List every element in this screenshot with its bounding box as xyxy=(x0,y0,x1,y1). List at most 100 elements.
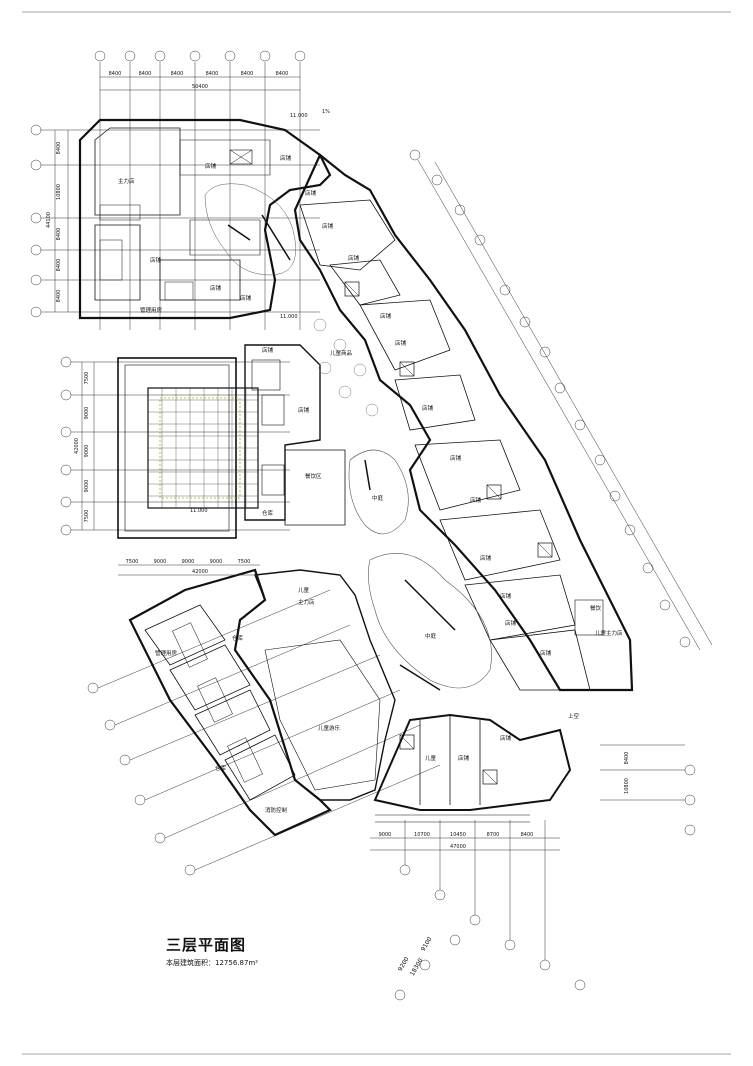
block-northwest xyxy=(78,118,332,320)
dim-midb-4: 9000 xyxy=(210,559,223,565)
label-shop-sc-2: 店铺 xyxy=(500,734,512,742)
label-kids: 儿童 xyxy=(425,754,437,762)
dim-top-2: 8400 xyxy=(139,71,152,77)
drawing-notes: 1% 11.000 11.000 11.000 xyxy=(190,109,330,514)
dim-left-3: 8400 xyxy=(56,228,62,241)
dim-left-1: 8400 xyxy=(56,142,62,155)
label-shop-nw-2: 店铺 xyxy=(150,256,162,264)
label-kids-anchor-ne: 儿童主力店 xyxy=(595,629,623,637)
dim-left-total: 44100 xyxy=(46,212,52,228)
dim-top-6: 8400 xyxy=(276,71,289,77)
label-kids-play: 儿童游乐 xyxy=(318,724,341,732)
dim-bot-4: 8700 xyxy=(487,832,500,838)
dim-mid-total: 42000 xyxy=(74,438,80,454)
right-grid-axes xyxy=(409,149,713,836)
label-management-nw: 管理用房 xyxy=(140,306,163,314)
top-dimensions: 8400 8400 8400 8400 8400 8400 50400 xyxy=(109,71,289,90)
block-central-west-labels: 店铺 店铺 餐饮区 仓库 儿童商品 xyxy=(262,346,353,517)
dim-bot-total: 47000 xyxy=(450,844,466,850)
block-south-central xyxy=(234,569,572,823)
dim-right-2: 10800 xyxy=(624,778,630,794)
label-shop-ne-11: 店铺 xyxy=(540,649,552,657)
dim-diag-1: 9200 xyxy=(397,956,411,973)
dim-mid-4: 9000 xyxy=(84,480,90,493)
dim-bot-3: 10450 xyxy=(450,832,466,838)
dim-mid-2: 9000 xyxy=(84,407,90,420)
label-shop-nw-3: 店铺 xyxy=(210,284,222,292)
left-grid-axes xyxy=(30,124,320,536)
dim-top-5: 8400 xyxy=(241,71,254,77)
label-main-shop-sc: 主力店 xyxy=(298,598,315,606)
block-south-central-labels: 儿童游乐 儿童 店铺 店铺 儿童 主力店 xyxy=(298,586,512,762)
label-main-shop-nw: 主力店 xyxy=(118,177,135,185)
area-note: 本层建筑面积：12756.87m² xyxy=(166,959,259,967)
dim-midb-3: 9000 xyxy=(182,559,195,565)
dim-midb-total: 42000 xyxy=(192,569,208,575)
label-shop-nw-4: 店铺 xyxy=(240,294,252,302)
label-shop-nw-6: 店铺 xyxy=(305,189,317,197)
dim-diag-2: 9100 xyxy=(420,936,434,953)
label-kids-sc: 儿童 xyxy=(298,586,310,594)
dim-top-total: 50400 xyxy=(192,84,208,90)
label-food-court: 餐饮区 xyxy=(305,472,322,480)
atrium-voids xyxy=(313,318,492,691)
note-slope: 1% xyxy=(322,109,330,115)
label-shop-ne-2: 店铺 xyxy=(348,254,360,262)
dim-bot-2: 10700 xyxy=(414,832,430,838)
label-atrium-2: 中庭 xyxy=(425,632,437,640)
label-shop-sc-1: 店铺 xyxy=(458,754,470,762)
dim-top-4: 8400 xyxy=(206,71,219,77)
label-storage-sw-2: 仓库 xyxy=(215,764,227,772)
label-restaurant-ne: 餐饮 xyxy=(590,604,602,612)
label-shop-cw-2: 店铺 xyxy=(298,406,310,414)
dim-mid-5: 7500 xyxy=(84,510,90,523)
label-shop-ne-9: 店铺 xyxy=(500,592,512,600)
label-shop-nw-5: 店铺 xyxy=(280,154,292,162)
label-shop-ne-8: 店铺 xyxy=(480,554,492,562)
label-storage-sw-1: 仓库 xyxy=(232,634,244,642)
dim-midb-5: 7500 xyxy=(238,559,251,565)
label-shop-ne-6: 店铺 xyxy=(450,454,462,462)
dim-left-4: 8400 xyxy=(56,259,62,272)
label-shop-ne-1: 店铺 xyxy=(322,222,334,230)
note-elevation-3: 11.000 xyxy=(190,508,208,514)
label-atrium-1: 中庭 xyxy=(372,494,384,502)
label-shop-ne-3: 店铺 xyxy=(380,312,392,320)
label-shop-ne-5: 店铺 xyxy=(422,404,434,412)
drawing-title: 三层平面图 xyxy=(166,936,247,954)
label-shop-ne-10: 店铺 xyxy=(505,619,517,627)
label-control: 消防控制 xyxy=(265,806,288,814)
block-northeast-strip xyxy=(293,153,634,692)
block-southwest xyxy=(128,568,332,837)
label-kids-shop: 儿童商品 xyxy=(330,349,353,357)
dim-top-3: 8400 xyxy=(171,71,184,77)
top-grid-axes xyxy=(94,50,306,330)
label-storage: 仓库 xyxy=(262,509,274,517)
label-shop-ne-7: 店铺 xyxy=(470,496,482,504)
dim-bot-1: 9000 xyxy=(379,832,392,838)
dim-diag-total: 18300 xyxy=(409,957,425,977)
mid-bottom-dimensions: 7500 9000 9000 9000 7500 42000 xyxy=(118,559,260,576)
label-void: 上空 xyxy=(568,712,580,720)
dim-right-1: 8400 xyxy=(624,752,630,765)
dim-left-5: 8400 xyxy=(56,290,62,303)
label-shop-nw-1: 店铺 xyxy=(205,162,217,170)
note-elevation-2: 11.000 xyxy=(280,314,298,320)
dim-midb-2: 9000 xyxy=(154,559,167,565)
atrium-labels: 中庭 中庭 上空 xyxy=(372,494,580,720)
note-elevation-1: 11.000 xyxy=(290,113,308,119)
bottom-main-dimensions: 9000 10700 10450 8700 8400 47000 9200 91… xyxy=(379,752,630,978)
left-dimensions: 8400 10800 8400 8400 8400 44100 7500 900… xyxy=(46,142,90,523)
dim-midb-1: 7500 xyxy=(126,559,139,565)
label-management-sw: 管理用房 xyxy=(155,649,178,657)
block-central-west xyxy=(117,344,346,539)
label-shop-ne-4: 店铺 xyxy=(395,339,407,347)
dim-top-1: 8400 xyxy=(109,71,122,77)
label-shop-cw-1: 店铺 xyxy=(262,346,274,354)
block-northeast-labels: 店铺 店铺 店铺 店铺 店铺 店铺 店铺 店铺 店铺 店铺 店铺 餐饮 儿童主力… xyxy=(322,222,623,657)
dim-mid-1: 7500 xyxy=(84,372,90,385)
dim-bot-5: 8400 xyxy=(521,832,534,838)
dim-mid-3: 9000 xyxy=(84,445,90,458)
block-northwest-labels: 主力店 店铺 店铺 店铺 店铺 店铺 店铺 管理用房 xyxy=(118,154,317,314)
